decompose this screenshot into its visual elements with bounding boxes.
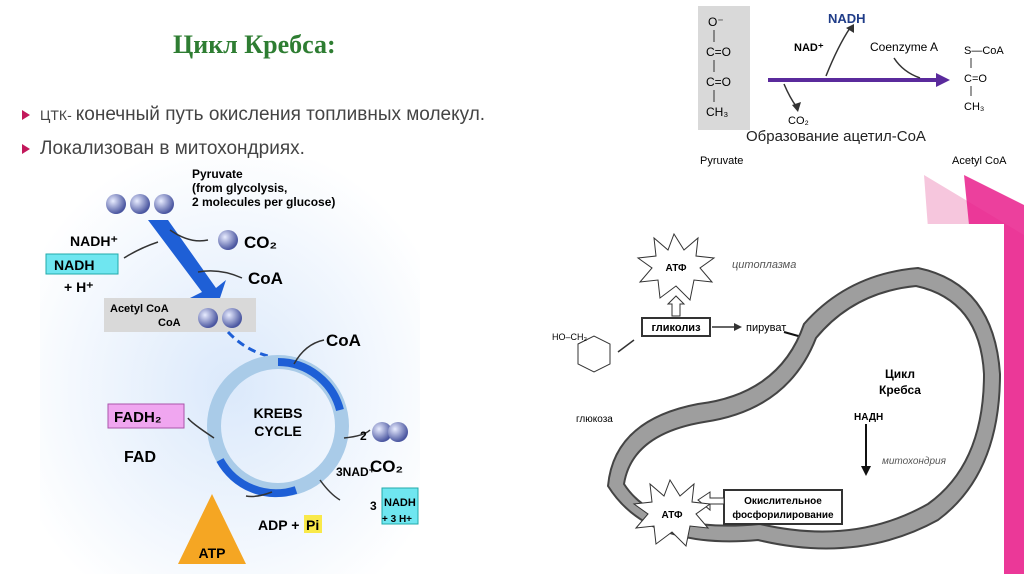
co2-label: CO₂ bbox=[788, 115, 809, 127]
bullet-text: конечный путь окисления топливных молеку… bbox=[75, 104, 486, 125]
fadh2-label: FADH₂ bbox=[114, 409, 162, 426]
coa-small-text: CoA bbox=[158, 317, 181, 329]
pyruvate-text: (from glycolysis, bbox=[192, 181, 287, 195]
co2-bottom-label: CO₂ bbox=[370, 457, 403, 476]
nadh3-box bbox=[381, 487, 419, 525]
bullet-marker-icon bbox=[22, 110, 30, 120]
mitochondrion-inner-icon bbox=[622, 284, 986, 533]
pi-label: Pi bbox=[306, 517, 319, 533]
left-arrow-icon bbox=[697, 491, 725, 512]
molecule-atom: C=O bbox=[706, 75, 731, 89]
co2-ball-icon bbox=[388, 422, 408, 442]
krebs-cycle-diagram: Pyruvate (from glycolysis, 2 molecules p… bbox=[40, 160, 420, 574]
co2-top-label: CO₂ bbox=[244, 233, 277, 252]
nadh-box-label: NADH bbox=[54, 257, 94, 273]
acetyl-coa-text: Acetyl CoA bbox=[110, 303, 169, 315]
co2-ball-icon bbox=[218, 230, 238, 250]
adp-label: ADP + bbox=[258, 517, 299, 533]
coa-top-label: CoA bbox=[248, 269, 283, 288]
coenzyme-a-label: Coenzyme A bbox=[870, 40, 938, 54]
atp-label: ATP bbox=[199, 545, 226, 561]
oxphos-label-1: Окислительное bbox=[744, 496, 822, 507]
oxphos-label-2: фосфорилирование bbox=[732, 509, 834, 521]
nadh-label: НАДН bbox=[854, 412, 883, 423]
mitochondrion-diagram: АТФ цитоплазма гликолиз пируват HO–CH₂ г… bbox=[548, 224, 1004, 574]
slide-title: Цикл Кребса: bbox=[173, 30, 336, 59]
h3-label: + 3 H+ bbox=[382, 514, 412, 525]
acetyl-coa-caption: Образование ацетил-CoA bbox=[746, 128, 926, 145]
glucose-ring-icon bbox=[577, 335, 611, 373]
reaction-arrow-head-icon bbox=[936, 73, 950, 87]
molecule-atom: C=O bbox=[706, 45, 731, 59]
glycolysis-label: гликолиз bbox=[651, 322, 701, 334]
nad-label: NAD⁺ bbox=[794, 42, 824, 54]
atf-top-star-icon bbox=[636, 232, 716, 302]
molecule-atom: S—CoA bbox=[964, 45, 1004, 57]
molecule-atom: CH₃ bbox=[964, 101, 984, 113]
molecule-atom: C=O bbox=[964, 73, 987, 85]
acetyl-coa-label: Acetyl CoA bbox=[952, 155, 1007, 167]
pyruvate-label: пируват bbox=[746, 322, 786, 334]
atf-bottom-label: АТФ bbox=[662, 510, 683, 521]
nadh-label: NADH bbox=[828, 11, 866, 26]
pyruvate-ball-icon bbox=[154, 194, 174, 214]
bullet-item: Локализован в митохондриях. bbox=[22, 132, 485, 166]
pyruvate-ball-icon bbox=[106, 194, 126, 214]
fadh2-box bbox=[107, 403, 185, 429]
big-blue-arrow-icon bbox=[148, 220, 226, 310]
nadh-plus-label: NADH⁺ bbox=[70, 233, 118, 249]
fad-label: FAD bbox=[124, 449, 156, 466]
co2-ball-icon bbox=[372, 422, 392, 442]
pyruvate-label: Pyruvate bbox=[700, 155, 743, 167]
nadh3-count: 3 bbox=[370, 499, 377, 513]
coa-right-label: CoA bbox=[326, 331, 361, 350]
acetyl-coa-diagram: O⁻ C=O C=O CH₃ NADH NAD⁺ Coenzyme A CO₂ … bbox=[698, 6, 1024, 172]
up-arrow-icon bbox=[666, 295, 686, 317]
acetyl-ball-icon bbox=[198, 308, 218, 328]
bullet-text: Локализован в митохондриях. bbox=[40, 138, 305, 159]
molecule-atom: CH₃ bbox=[706, 105, 728, 119]
krebs-label: KREBS bbox=[253, 405, 302, 421]
pyruvate-text: 2 molecules per glucose) bbox=[192, 195, 335, 209]
acetyl-ball-icon bbox=[222, 308, 242, 328]
cytoplasm-label: цитоплазма bbox=[732, 259, 796, 271]
atp-triangle-icon bbox=[178, 494, 246, 564]
co2-count-label: 2 bbox=[360, 429, 367, 443]
h-plus-label: + H⁺ bbox=[64, 279, 94, 295]
glucose-label: глюкоза bbox=[576, 414, 613, 425]
pyruvate-text: Pyruvate bbox=[192, 167, 243, 181]
cycle-label-2: Кребса bbox=[879, 383, 921, 397]
nadh3-box-label: NADH bbox=[384, 497, 416, 509]
atf-top-label: АТФ bbox=[666, 263, 687, 274]
nad3-label: 3NAD⁺ bbox=[336, 465, 375, 479]
bullet-marker-icon bbox=[22, 144, 30, 154]
bullet-list: ЦТК- конечный путь окисления топливных м… bbox=[22, 98, 485, 166]
oxphos-box bbox=[723, 489, 843, 525]
mitochondrion-label: митохондрия bbox=[882, 456, 947, 467]
glycolysis-box bbox=[641, 317, 711, 337]
pi-box bbox=[304, 515, 322, 533]
nadh-box bbox=[45, 253, 119, 275]
pyruvate-ball-icon bbox=[130, 194, 150, 214]
glucose-atom: HO–CH₂ bbox=[552, 332, 588, 342]
cycle-label-1: Цикл bbox=[885, 367, 915, 381]
bullet-prefix: ЦТК- bbox=[40, 107, 72, 123]
cycle-label: CYCLE bbox=[254, 423, 301, 439]
molecule-atom: O⁻ bbox=[708, 15, 724, 29]
pyruvate-molecule-bg bbox=[698, 6, 750, 130]
atf-bottom-star-icon bbox=[632, 478, 712, 548]
bullet-item: ЦТК- конечный путь окисления топливных м… bbox=[22, 98, 485, 132]
